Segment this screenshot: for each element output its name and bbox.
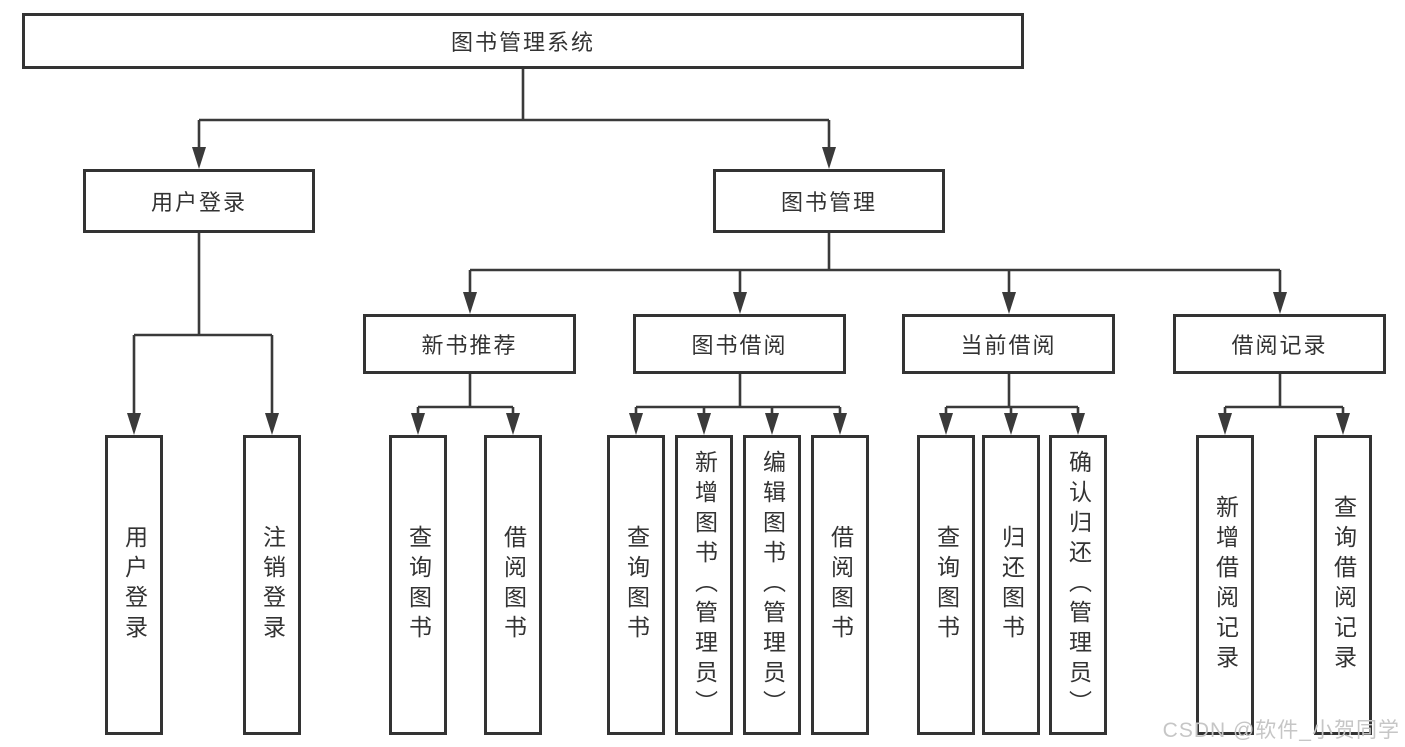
leaf-recommend-borrow-book-label: 借阅图书 bbox=[500, 525, 527, 645]
node-book-borrow: 图书借阅 bbox=[633, 314, 846, 374]
leaf-add-book-admin-label: 新增图书（管理员） bbox=[691, 450, 718, 720]
node-book-management-label: 图书管理 bbox=[780, 190, 877, 215]
leaf-current-query-book: 查询图书 bbox=[917, 435, 975, 735]
leaf-query-borrow-record-label: 查询借阅记录 bbox=[1330, 495, 1357, 675]
leaf-logout-label: 注销登录 bbox=[259, 525, 286, 645]
node-borrow-record-label: 借阅记录 bbox=[1231, 333, 1328, 358]
leaf-edit-book-admin: 编辑图书（管理员） bbox=[743, 435, 801, 735]
leaf-borrow-book: 借阅图书 bbox=[811, 435, 869, 735]
connector-book-borrow-to-leaves bbox=[629, 374, 847, 435]
leaf-add-book-admin: 新增图书（管理员） bbox=[675, 435, 733, 735]
leaf-borrow-book-label: 借阅图书 bbox=[827, 525, 854, 645]
leaf-return-book-label: 归还图书 bbox=[998, 525, 1025, 645]
node-borrow-record: 借阅记录 bbox=[1173, 314, 1386, 374]
leaf-recommend-borrow-book: 借阅图书 bbox=[484, 435, 542, 735]
leaf-current-query-book-label: 查询图书 bbox=[933, 525, 960, 645]
node-new-book-recommend: 新书推荐 bbox=[363, 314, 576, 374]
node-new-book-recommend-label: 新书推荐 bbox=[421, 333, 518, 358]
leaf-logout: 注销登录 bbox=[243, 435, 301, 735]
node-user-login: 用户登录 bbox=[83, 169, 315, 233]
leaf-borrow-query-book: 查询图书 bbox=[607, 435, 665, 735]
leaf-confirm-return-admin: 确认归还（管理员） bbox=[1049, 435, 1107, 735]
connector-cur-borrow-to-leaves bbox=[939, 374, 1085, 435]
leaf-user-login: 用户登录 bbox=[105, 435, 163, 735]
leaf-user-login-label: 用户登录 bbox=[121, 525, 148, 645]
node-current-borrow-label: 当前借阅 bbox=[960, 333, 1057, 358]
leaf-recommend-query-book-label: 查询图书 bbox=[405, 525, 432, 645]
leaf-confirm-return-admin-label: 确认归还（管理员） bbox=[1065, 450, 1092, 720]
node-book-management: 图书管理 bbox=[713, 169, 945, 233]
node-user-login-label: 用户登录 bbox=[150, 190, 247, 215]
connector-root-to-level2 bbox=[192, 69, 836, 169]
connector-new-book-to-leaves bbox=[411, 374, 520, 435]
connector-borrow-record-to-leaves bbox=[1218, 374, 1350, 435]
leaf-borrow-query-book-label: 查询图书 bbox=[623, 525, 650, 645]
leaf-recommend-query-book: 查询图书 bbox=[389, 435, 447, 735]
node-book-borrow-label: 图书借阅 bbox=[691, 333, 788, 358]
leaf-return-book: 归还图书 bbox=[982, 435, 1040, 735]
connector-user-login-to-leaves bbox=[127, 233, 279, 435]
node-root-system: 图书管理系统 bbox=[22, 13, 1024, 69]
node-root-system-label: 图书管理系统 bbox=[450, 30, 595, 55]
leaf-edit-book-admin-label: 编辑图书（管理员） bbox=[759, 450, 786, 720]
csdn-watermark: CSDN @软件_小贺同学 bbox=[1162, 719, 1400, 742]
leaf-add-borrow-record-label: 新增借阅记录 bbox=[1212, 495, 1239, 675]
connector-book-mgmt-to-level3 bbox=[463, 233, 1287, 314]
leaf-query-borrow-record: 查询借阅记录 bbox=[1314, 435, 1372, 735]
node-current-borrow: 当前借阅 bbox=[902, 314, 1115, 374]
leaf-add-borrow-record: 新增借阅记录 bbox=[1196, 435, 1254, 735]
